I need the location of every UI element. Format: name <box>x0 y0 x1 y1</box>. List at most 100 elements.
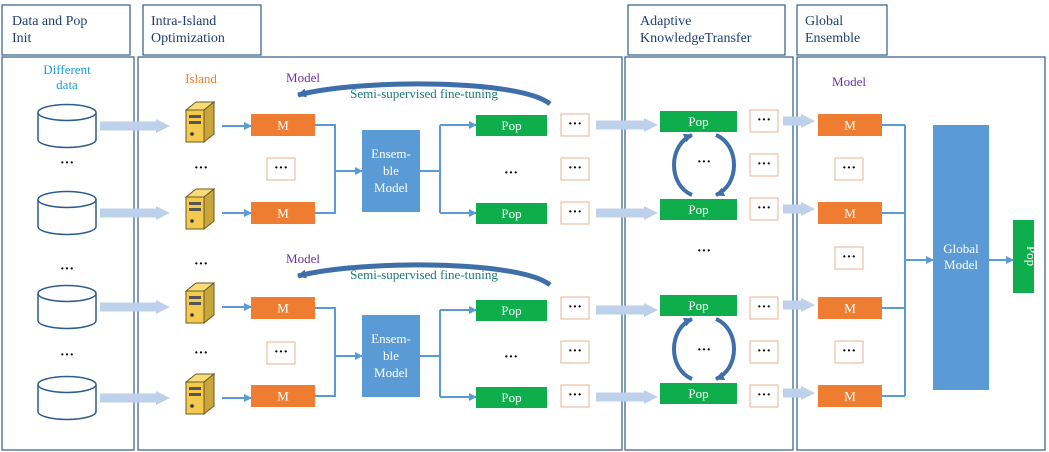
island-server-1-front <box>185 109 205 143</box>
kt-ellipsis-2: ··· <box>697 244 711 259</box>
data-cylinder-3-top <box>37 284 97 303</box>
kt-pop-box-2 <box>660 199 737 220</box>
kt-pop-box-3-label: Pop <box>688 298 708 313</box>
island-ellipsis-box-5-text: ··· <box>568 344 582 359</box>
global-flow-arrow-3 <box>783 298 815 312</box>
data-flow-arrow-2 <box>100 206 170 220</box>
model-box-3-label: M <box>277 301 289 316</box>
island-ellipsis-box-4 <box>560 296 590 320</box>
island-server-4-slot1 <box>189 387 201 390</box>
island-server-1-slot1 <box>189 115 201 118</box>
island-server-2-front <box>185 196 205 230</box>
island-server-2-light <box>190 219 194 223</box>
global-ellipsis-box-3-text: ··· <box>842 344 856 359</box>
kt-flow-arrow-3 <box>596 303 658 317</box>
kt-ellipsis-box-1-text: ··· <box>757 113 771 128</box>
island-server-3-light <box>190 313 194 317</box>
kt-exchange-2-down <box>715 317 736 381</box>
section-title-adaptive-kt: Adaptive KnowledgeTransfer <box>640 14 752 46</box>
ensemble-model-1-collector <box>315 124 336 214</box>
kt-ellipsis-box-3 <box>749 197 779 221</box>
ensemble-model-2-label: Model <box>374 365 408 380</box>
data-ellipsis-2: ··· <box>60 262 74 277</box>
data-cylinder-1-top <box>37 103 97 122</box>
data-cylinder-4-body <box>37 384 97 421</box>
kt-pop-box-2-label: Pop <box>688 202 708 217</box>
global-m-box-4-label: M <box>844 389 856 404</box>
kt-exchange-1-up <box>672 133 693 197</box>
global-model-text: Model <box>944 257 978 272</box>
model-ellipsis-box-1-text: ··· <box>274 161 288 176</box>
island-ellipsis-box-3-text: ··· <box>568 205 582 220</box>
global-m-box-4 <box>818 385 882 407</box>
kt-pop-box-1-label: Pop <box>688 114 708 129</box>
global-flow-arrow-1 <box>783 114 815 128</box>
global-m-box-1 <box>818 114 882 136</box>
pop-ellipsis-2: ··· <box>504 350 518 365</box>
kt-ellipsis-box-2 <box>749 153 779 177</box>
ensemble-model-1-label: Model <box>374 180 408 195</box>
diagram-nodes <box>37 100 1034 421</box>
kt-ellipsis-box-6 <box>749 384 779 408</box>
model-box-1 <box>251 114 315 136</box>
data-cylinder-3 <box>37 284 97 330</box>
ensemble-model-2-label: Ensem- <box>371 331 411 346</box>
kt-ellipsis-box-5 <box>749 340 779 364</box>
kt-ellipsis-box-5-text: ··· <box>757 344 771 359</box>
island-server-3-slot2 <box>189 302 201 305</box>
data-cylinder-4-top <box>37 375 97 394</box>
data-cylinder-1 <box>37 103 97 149</box>
model-box-2-label: M <box>277 206 289 221</box>
different-data-label: Different <box>43 62 91 77</box>
island-pop-box-2 <box>476 203 547 224</box>
island-pop-box-1 <box>476 115 547 136</box>
global-m-box-3-label: M <box>844 301 856 316</box>
kt-ellipsis-box-2-text: ··· <box>757 157 771 172</box>
kt-ellipsis-box-4 <box>749 296 779 320</box>
final-pop-box <box>1013 220 1034 293</box>
kt-flow-arrow-1 <box>596 118 658 132</box>
data-flow-arrow-4 <box>100 391 170 405</box>
island-ellipsis-1: ··· <box>194 161 208 176</box>
kt-exchange-2-up <box>672 317 693 381</box>
kt-pop-box-4 <box>660 383 737 404</box>
fine-tuning-2-model-label: Model <box>286 251 320 266</box>
global-ellipsis-box-1-text: ··· <box>842 161 856 176</box>
data-cylinder-2 <box>37 190 97 236</box>
island-ellipsis-box-3 <box>560 201 590 225</box>
global-flow-arrow-4 <box>783 386 815 400</box>
data-ellipsis-3: ··· <box>60 348 74 363</box>
global-ellipsis-box-1 <box>834 157 864 181</box>
kt-flow-arrow-4 <box>596 390 658 404</box>
data-cylinder-3-body <box>37 293 97 330</box>
kt-pop-box-4-label: Pop <box>688 386 708 401</box>
section-frames <box>1 4 1046 451</box>
island-pop-box-3-label: Pop <box>501 303 521 318</box>
island-server-1 <box>184 100 216 144</box>
global-m-box-3 <box>818 297 882 319</box>
island-ellipsis-box-2-text: ··· <box>568 161 582 176</box>
kt-flow-arrow-2 <box>596 206 658 220</box>
data-cylinder-2-body <box>37 199 97 236</box>
data-cylinder-2-top <box>37 190 97 209</box>
island-pop-box-4 <box>476 387 547 408</box>
kt-ellipsis-1: ··· <box>697 155 711 170</box>
model-box-1-label: M <box>277 118 289 133</box>
island-pop-box-2-label: Pop <box>501 206 521 221</box>
section-title-intra-island: Intra-Island Optimization <box>151 14 225 46</box>
island-ellipsis-3: ··· <box>194 346 208 361</box>
kt-ellipsis-3: ··· <box>697 343 711 358</box>
data-ellipsis-1: ··· <box>60 156 74 171</box>
kt-pop-box-1 <box>660 111 737 132</box>
data-cylinder-1-body <box>37 112 97 149</box>
island-server-2-slot1 <box>189 202 201 205</box>
island-ellipsis-box-6 <box>560 384 590 408</box>
kt-ellipsis-box-3-text: ··· <box>757 201 771 216</box>
island-server-1-light <box>190 132 194 136</box>
global-m-box-2 <box>818 202 882 224</box>
kt-ellipsis-box-1 <box>749 109 779 133</box>
fine-tuning-2-arc <box>297 262 552 288</box>
island-label: Island <box>185 71 217 86</box>
different-data-label: data <box>56 77 78 92</box>
